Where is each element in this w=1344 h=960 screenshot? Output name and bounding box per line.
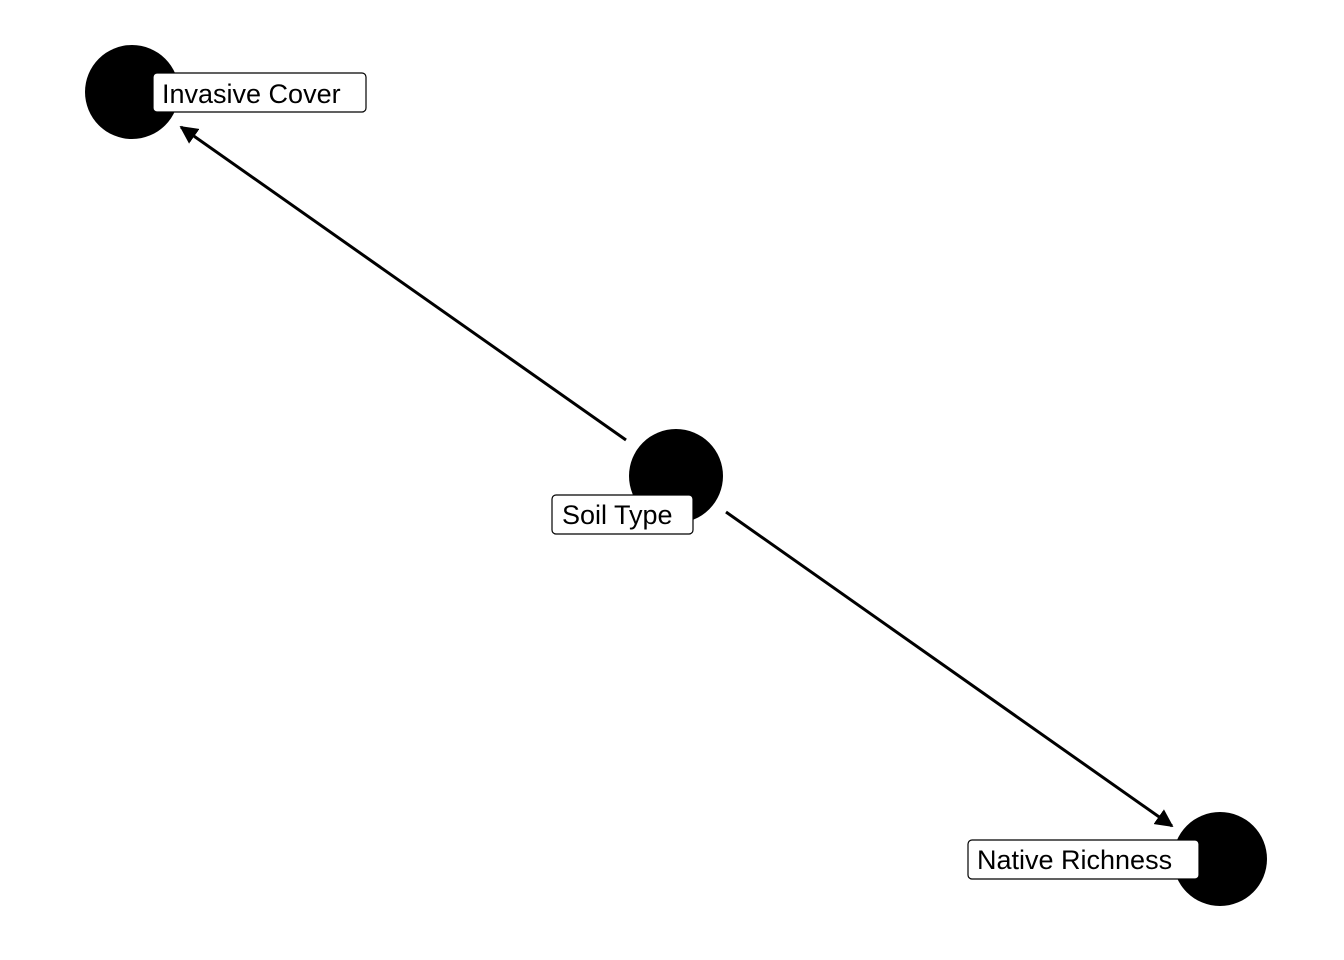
label-box: [152, 72, 367, 113]
label-soil-type: Soil Type: [551, 494, 694, 535]
edges: [179, 125, 1174, 828]
label-text: Invasive Cover: [162, 79, 341, 109]
edge-soil-to-native: [725, 510, 1174, 828]
label-box: [551, 494, 694, 535]
label-text: Soil Type: [562, 500, 673, 530]
node-native-richness[interactable]: [1173, 812, 1267, 906]
label-box: [967, 839, 1200, 880]
label-native-richness: Native Richness: [967, 839, 1200, 880]
nodes: [85, 45, 1267, 906]
edge-soil-to-invasive: [179, 125, 627, 442]
label-invasive-cover: Invasive Cover: [152, 72, 367, 113]
node-invasive-cover[interactable]: [85, 45, 179, 139]
label-text: Native Richness: [977, 845, 1172, 875]
